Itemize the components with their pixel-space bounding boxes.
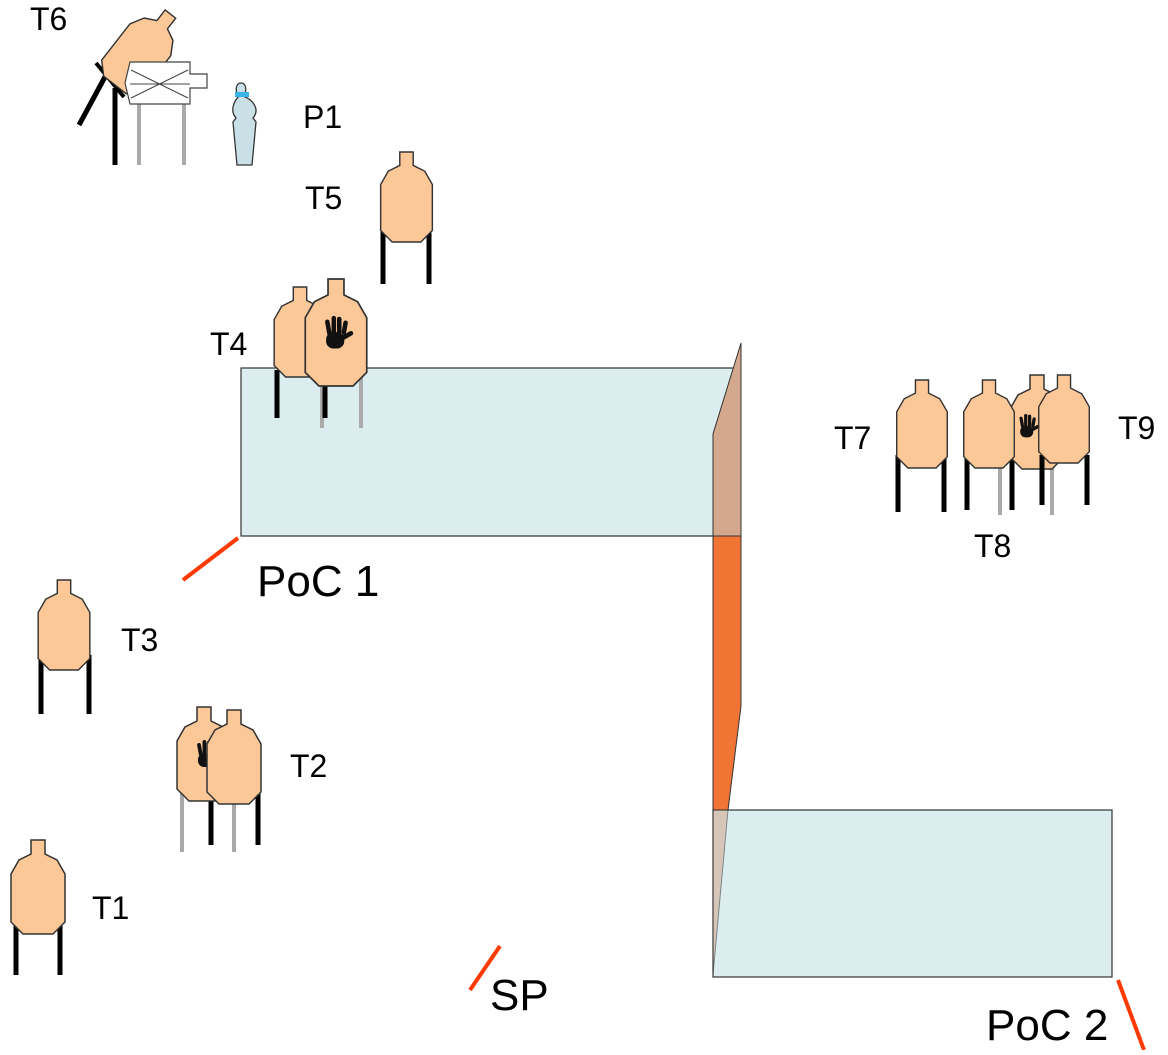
fault-line-sp <box>468 944 502 992</box>
target-t6 <box>76 0 208 165</box>
ramp-connector-base <box>712 809 729 976</box>
popper-icon <box>232 82 257 166</box>
target-t7 <box>895 379 949 512</box>
label-t7: T7 <box>834 420 872 456</box>
label-t3: T3 <box>121 622 159 658</box>
label-p1: P1 <box>303 99 343 135</box>
label-poc2: PoC 2 <box>986 1001 1109 1050</box>
target-t2 <box>176 706 262 852</box>
label-t8: T8 <box>974 528 1012 564</box>
label-poc1: PoC 1 <box>257 557 380 606</box>
label-t9: T9 <box>1118 410 1156 446</box>
swinger-box-icon <box>124 61 208 105</box>
target-t1 <box>10 839 66 975</box>
fault-line-poc1 <box>181 536 240 582</box>
label-t6: T6 <box>30 1 68 37</box>
fault-line-poc2 <box>1116 979 1146 1051</box>
label-t5: T5 <box>305 180 343 216</box>
ramp-connector-lower <box>712 535 742 811</box>
label-t1: T1 <box>92 890 130 926</box>
swinger-activator-icon <box>76 73 109 127</box>
label-t2: T2 <box>290 748 328 784</box>
target-t9 <box>1037 374 1091 505</box>
label-sp: SP <box>490 971 549 1020</box>
target-t5 <box>379 151 434 284</box>
label-t4: T4 <box>210 326 248 362</box>
target-t4 <box>273 278 368 428</box>
wall-area-lower <box>712 809 1113 978</box>
wall-area-upper <box>240 367 741 537</box>
target-t3 <box>37 579 92 714</box>
target-t8 <box>962 374 1065 515</box>
